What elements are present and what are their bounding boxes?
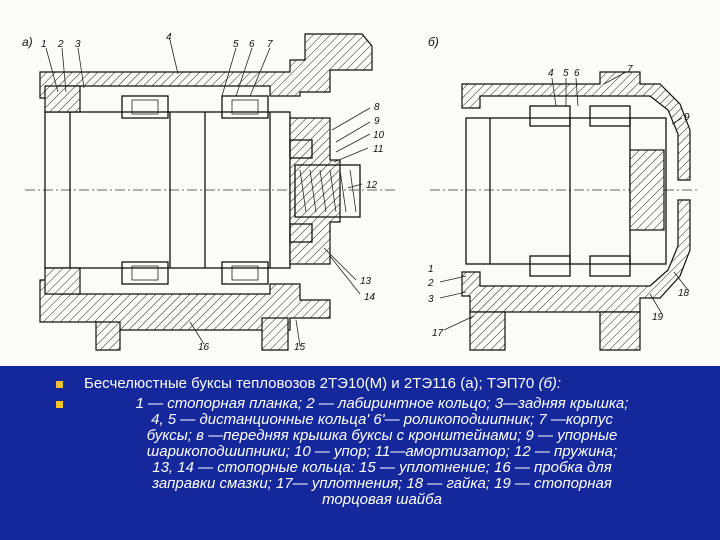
legend-line: 1 — стопорная планка; 2 — лабиринтное ко… <box>135 395 629 412</box>
caption-legend: 1 — стопорная планка; 2 — лабиринтное ко… <box>72 396 692 508</box>
view-b-end-washer <box>629 149 665 231</box>
callout-b-7: 7 <box>627 64 633 75</box>
view-a-roller-top-2 <box>221 95 269 119</box>
technical-drawing: а) 1 2 3 4 5 6 7 8 9 10 11 12 13 14 15 1… <box>22 32 700 353</box>
callout-a-15: 15 <box>294 342 306 353</box>
callout-b-9: 9 <box>684 112 690 123</box>
caption-panel: Бесчелюстные буксы тепловозов 2ТЭ10(М) и… <box>0 366 720 540</box>
view-a-section <box>25 33 395 351</box>
view-b-bracket-right <box>599 311 641 351</box>
callout-a-12: 12 <box>366 180 378 191</box>
callout-a-9: 9 <box>374 116 380 127</box>
callout-a-6: 6 <box>249 39 255 50</box>
view-a-bracket-left <box>95 321 121 351</box>
legend-line: 4, 5 — дистанционные кольца' 6'— роликоп… <box>151 411 613 428</box>
legend-line: торцовая шайба <box>322 491 442 508</box>
view-b-roller-top-1 <box>529 105 571 127</box>
caption-title: Бесчелюстные буксы тепловозов 2ТЭ10(М) и… <box>84 375 562 392</box>
axle-box-drawing: а) 1 2 3 4 5 6 7 8 9 10 11 12 13 14 15 1… <box>22 32 700 353</box>
view-a-front-cover <box>289 117 341 265</box>
legend-line: заправки смазки; 17— уплотнения; 18 — га… <box>152 475 612 492</box>
callout-b-19: 18 <box>678 288 690 299</box>
view-b-section <box>430 71 700 351</box>
bullet-marker <box>56 401 63 408</box>
callout-b-18: 19 <box>652 312 664 323</box>
callout-b-4: 4 <box>548 68 554 79</box>
callout-b-5: 5 <box>563 68 569 79</box>
view-a-spring <box>299 169 357 213</box>
view-b-bracket-left <box>469 311 506 351</box>
callout-a-10: 10 <box>373 130 385 141</box>
view-a-labyrinth-bottom <box>44 267 81 295</box>
callout-a-1: 1 <box>41 39 47 50</box>
callout-a-2: 2 <box>57 39 64 50</box>
legend-line: 13, 14 — стопорные кольца: 15 — уплотнен… <box>152 459 612 476</box>
callout-a-3: 3 <box>75 39 81 50</box>
view-b-roller-bottom-2 <box>589 255 631 277</box>
callout-a-11: 11 <box>373 144 383 155</box>
callout-b-1: 1 <box>428 264 434 275</box>
view-b-lower-housing <box>461 199 691 313</box>
view-b-roller-bottom-1 <box>529 255 571 277</box>
view-a-bracket-right <box>261 317 289 351</box>
callout-b-3: 3 <box>428 294 434 305</box>
callout-b-17: 17 <box>432 328 444 339</box>
view-b-axle-journal <box>465 117 667 265</box>
view-a-roller-bottom-2 <box>221 261 269 285</box>
callout-b-2: 2 <box>427 278 434 289</box>
view-a-labyrinth-top <box>44 85 81 113</box>
legend-line: шарикоподшипники; 10 — упор; 11—амортиза… <box>146 443 618 460</box>
callout-a-4: 4 <box>166 32 172 43</box>
legend-line: буксы; в —передняя крышка буксы с кроншт… <box>146 427 618 444</box>
bullet-marker <box>56 381 63 388</box>
view-b-roller-top-2 <box>589 105 631 127</box>
callout-a-13: 13 <box>360 276 372 287</box>
view-a-spring-housing <box>294 164 361 218</box>
view-a-roller-bottom-1 <box>121 261 169 285</box>
view-a-roller-top-1 <box>121 95 169 119</box>
callout-a-5: 5 <box>233 39 239 50</box>
view-a-label: а) <box>22 35 33 49</box>
callout-b-6: 6 <box>574 68 580 79</box>
view-b-upper-housing <box>461 71 691 181</box>
callout-a-8: 8 <box>374 102 380 113</box>
callout-a-14: 14 <box>364 292 376 303</box>
view-b-label: б) <box>428 35 439 49</box>
view-a-upper-housing <box>39 33 373 99</box>
callout-a-7: 7 <box>267 39 273 50</box>
callout-a-16: 16 <box>198 342 210 353</box>
